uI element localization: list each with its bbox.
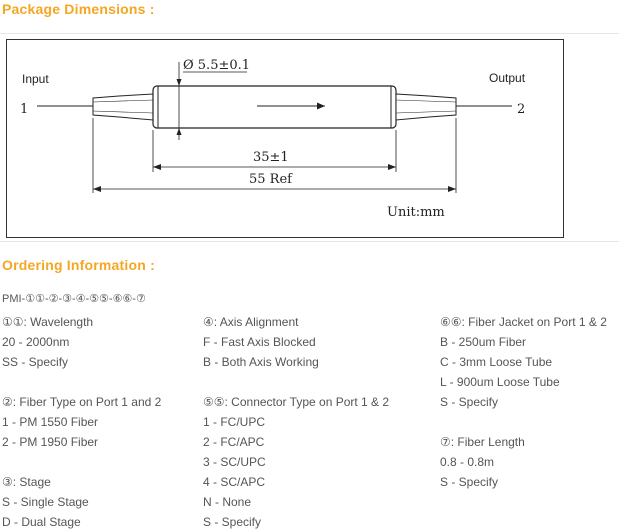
option-item: B - Both Axis Working <box>203 355 319 369</box>
option-item: S - Single Stage <box>2 495 89 509</box>
option-item: S - Specify <box>203 515 262 529</box>
divider <box>0 33 619 34</box>
option-item: 2 - PM 1950 Fiber <box>2 435 99 449</box>
unit-label: Unit:mm <box>387 205 445 220</box>
option-item: 4 - SC/APC <box>203 475 266 489</box>
left-boot <box>92 93 154 121</box>
ordering-information-heading: Ordering Information : <box>2 257 155 273</box>
option-item: F - Fast Axis Blocked <box>203 335 316 349</box>
part-number-code: PMI-①①-②-③-④-⑤⑤-⑥⑥-⑦ <box>2 293 146 305</box>
option-item: 2 - FC/APC <box>203 435 265 449</box>
isolator-body <box>152 85 397 129</box>
option-item: 1 - PM 1550 Fiber <box>2 415 99 429</box>
fiber-length-title: ⑦: Fiber Length <box>440 435 525 449</box>
option-item: C - 3mm Loose Tube <box>440 355 553 369</box>
fiber-type-title: ②: Fiber Type on Port 1 and 2 <box>2 395 162 409</box>
ordering-column-1: ①①: Wavelength 20 - 2000nm SS - Specify … <box>2 312 161 532</box>
stage-title: ③: Stage <box>2 475 51 489</box>
package-drawing-svg: Input Output 1 2 Ø 5.5±0.1 <box>20 58 526 220</box>
diameter-label: Ø 5.5±0.1 <box>183 58 250 73</box>
package-dimensions-heading: Package Dimensions : <box>2 1 155 17</box>
total-length-label: 55 Ref <box>249 172 293 187</box>
option-item: 3 - SC/UPC <box>203 455 266 469</box>
option-item: 1 - FC/UPC <box>203 415 266 429</box>
option-item: 20 - 2000nm <box>2 335 70 349</box>
option-item: B - 250um Fiber <box>440 335 527 349</box>
output-label: Output <box>489 71 526 85</box>
option-item: 0.8 - 0.8m <box>440 455 495 469</box>
option-item: S - Specify <box>440 395 499 409</box>
body-length-label: 35±1 <box>253 150 289 165</box>
port-2-label: 2 <box>517 102 525 117</box>
package-drawing: Input Output 1 2 Ø 5.5±0.1 <box>6 39 564 238</box>
option-item: N - None <box>203 495 252 509</box>
option-item: L - 900um Loose Tube <box>440 375 560 389</box>
option-item: S - Specify <box>440 475 499 489</box>
fiber-jacket-title: ⑥⑥: Fiber Jacket on Port 1 & 2 <box>440 315 607 329</box>
axis-alignment-title: ④: Axis Alignment <box>203 315 299 329</box>
option-item: SS - Specify <box>2 355 69 369</box>
divider <box>0 241 619 242</box>
port-1-label: 1 <box>20 102 28 117</box>
right-boot <box>395 93 457 121</box>
wavelength-title: ①①: Wavelength <box>2 315 94 329</box>
input-label: Input <box>22 72 49 86</box>
option-item: D - Dual Stage <box>2 515 81 529</box>
connector-type-title: ⑤⑤: Connector Type on Port 1 & 2 <box>203 395 390 409</box>
ordering-column-3: ⑥⑥: Fiber Jacket on Port 1 & 2 B - 250um… <box>440 312 607 492</box>
ordering-column-2: ④: Axis Alignment F - Fast Axis Blocked … <box>203 312 389 532</box>
